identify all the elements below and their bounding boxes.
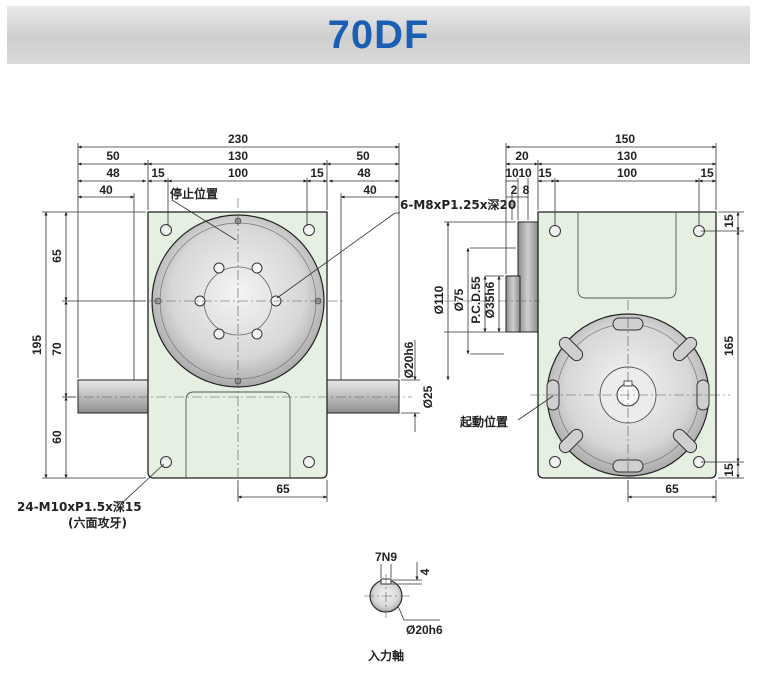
side-dim-pcd55: P.C.D.55 xyxy=(469,276,483,323)
front-dims-top: 230 50 130 50 48 15 100 15 48 40 40 xyxy=(77,132,400,380)
label-tap-spec: 24-M10xP1.5x深15 xyxy=(17,499,142,514)
title-bar: 70DF xyxy=(7,6,750,64)
side-dims-bottom: 65 xyxy=(627,480,717,502)
side-dim-10b: 10 xyxy=(518,166,532,180)
side-dim-165: 165 xyxy=(722,336,736,356)
label-tap-note: (六面攻牙) xyxy=(68,515,127,530)
side-housing-inner xyxy=(577,212,677,299)
side-dims-left: Ø110 Ø75 P.C.D.55 Ø35h6 xyxy=(432,221,516,381)
front-view: 230 50 130 50 48 15 100 15 48 40 40 195 … xyxy=(17,132,516,530)
side-dim-100: 100 xyxy=(617,166,637,180)
side-view: 150 20 130 10 10 15 100 15 2 8 Ø110 Ø75 … xyxy=(432,132,744,502)
side-dim-15-right: 15 xyxy=(700,166,714,180)
front-dim-15-right: 15 xyxy=(310,166,324,180)
front-dim-shaft-25: Ø25 xyxy=(421,385,435,408)
front-dim-70: 70 xyxy=(50,342,64,356)
side-dim-dia35: Ø35h6 xyxy=(483,281,497,318)
label-start-position: 起動位置 xyxy=(459,414,508,429)
side-dim-15-bottom: 15 xyxy=(722,463,736,477)
side-output-flange xyxy=(517,221,539,333)
side-dim-15-top: 15 xyxy=(722,214,736,228)
side-dims-right: 15 165 15 xyxy=(701,211,744,479)
side-dim-8: 8 xyxy=(523,183,530,197)
front-dim-40-right: 40 xyxy=(363,183,377,197)
front-dim-195: 195 xyxy=(30,335,44,355)
front-dim-130: 130 xyxy=(228,149,248,163)
front-dim-48-right: 48 xyxy=(357,166,371,180)
side-housing-taps xyxy=(549,225,705,468)
front-callouts: 停止位置 6-M8xP1.25x深20 24-M10xP1.5x深15 (六面攻… xyxy=(17,186,516,530)
side-dim-15-left: 15 xyxy=(538,166,552,180)
front-dim-50-right: 50 xyxy=(356,149,370,163)
side-output-boss xyxy=(505,275,521,333)
side-dim-130: 130 xyxy=(617,149,637,163)
front-dim-40-left: 40 xyxy=(99,183,113,197)
side-dim-dia75: Ø75 xyxy=(452,288,466,311)
front-dim-50-left: 50 xyxy=(106,149,120,163)
side-dim-20: 20 xyxy=(515,149,529,163)
shaft-detail: 7N9 4 Ø20h6 入力軸 xyxy=(364,550,443,663)
side-dim-bottom-65: 65 xyxy=(665,482,679,496)
front-dim-230: 230 xyxy=(228,132,248,146)
label-disc-hole-spec: 6-M8xP1.25x深20 xyxy=(400,197,516,212)
shaft-dim-key: 7N9 xyxy=(375,550,397,564)
front-input-shaft-left xyxy=(77,379,151,414)
shaft-dim-depth: 4 xyxy=(418,568,432,575)
front-dims-right: Ø20h6 Ø25 xyxy=(401,340,435,432)
front-dim-100: 100 xyxy=(228,166,248,180)
label-stop-position: 停止位置 xyxy=(170,186,218,201)
front-dim-bottom-65: 65 xyxy=(276,482,290,496)
shaft-dim-dia: Ø20h6 xyxy=(406,623,443,637)
side-dim-2: 2 xyxy=(511,183,518,197)
side-dim-dia110: Ø110 xyxy=(432,285,446,314)
front-dim-shaft-dia: Ø20h6 xyxy=(402,341,416,378)
front-dims-left: 195 65 70 60 xyxy=(30,211,146,479)
front-dim-60: 60 xyxy=(50,430,64,444)
front-dim-48-left: 48 xyxy=(106,166,120,180)
label-input-shaft: 入力軸 xyxy=(368,648,404,663)
front-dim-15-left: 15 xyxy=(151,166,165,180)
front-dim-65: 65 xyxy=(50,249,64,263)
front-input-shaft-right xyxy=(326,379,400,414)
side-dims-top: 150 20 130 10 10 15 100 15 2 8 xyxy=(505,132,717,274)
page-title: 70DF xyxy=(327,13,430,57)
side-dim-10a: 10 xyxy=(505,166,519,180)
front-housing-taps xyxy=(160,224,315,468)
front-dims-bottom: 65 xyxy=(237,480,328,502)
side-dim-150: 150 xyxy=(615,132,635,146)
